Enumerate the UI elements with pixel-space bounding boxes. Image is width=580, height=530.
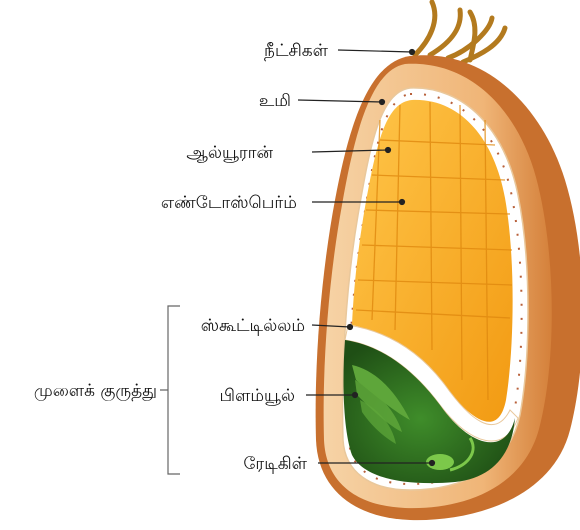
label-aleurone: ஆல்யூரான் bbox=[186, 143, 273, 163]
embryo-bracket bbox=[160, 306, 180, 474]
label-husk: உமி bbox=[259, 91, 291, 111]
label-endosperm: எண்டோஸ்பெர்ம் bbox=[161, 193, 297, 213]
label-embryo: முளைக் குருத்து bbox=[34, 381, 157, 401]
label-hairs: நீட்சிகள் bbox=[264, 41, 329, 61]
label-plumule: பிளம்யூல் bbox=[220, 386, 296, 406]
label-scutellum: ஸ்கூட்டில்லம் bbox=[201, 316, 305, 336]
hairs bbox=[415, 2, 505, 62]
label-radicle: ரேடிகிள் bbox=[243, 454, 307, 474]
